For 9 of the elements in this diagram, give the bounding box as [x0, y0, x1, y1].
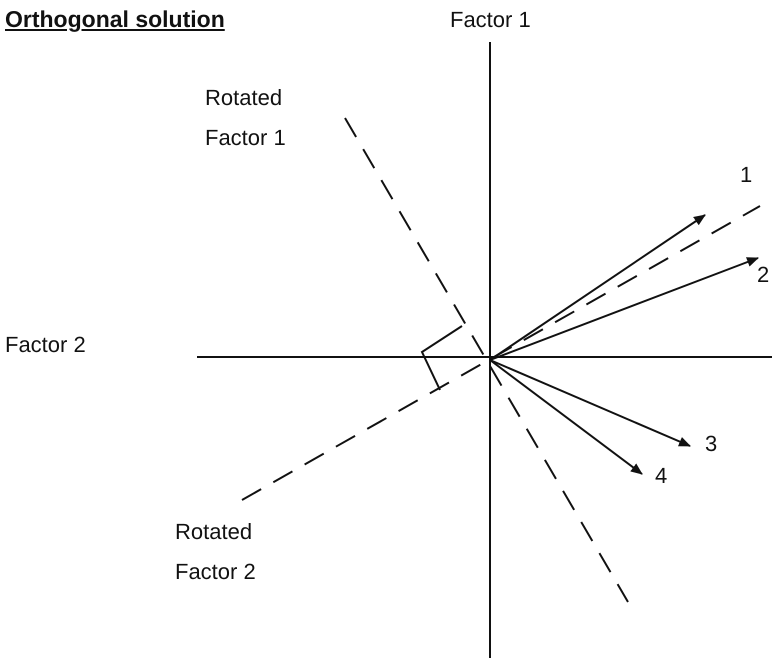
axis-label: Rotated Factor 1 [205, 84, 287, 152]
vector-label: 3 [705, 430, 718, 458]
vector-label: 2 [757, 261, 770, 289]
diagram-title: Orthogonal solution [5, 6, 225, 33]
vector-label: 1 [740, 161, 754, 189]
axis-label: Rotated Factor 2 [175, 518, 257, 586]
axis-label: Factor 1 [450, 6, 532, 34]
axis-label: Factor 2 [5, 331, 87, 359]
vector-label: 4 [655, 462, 668, 490]
